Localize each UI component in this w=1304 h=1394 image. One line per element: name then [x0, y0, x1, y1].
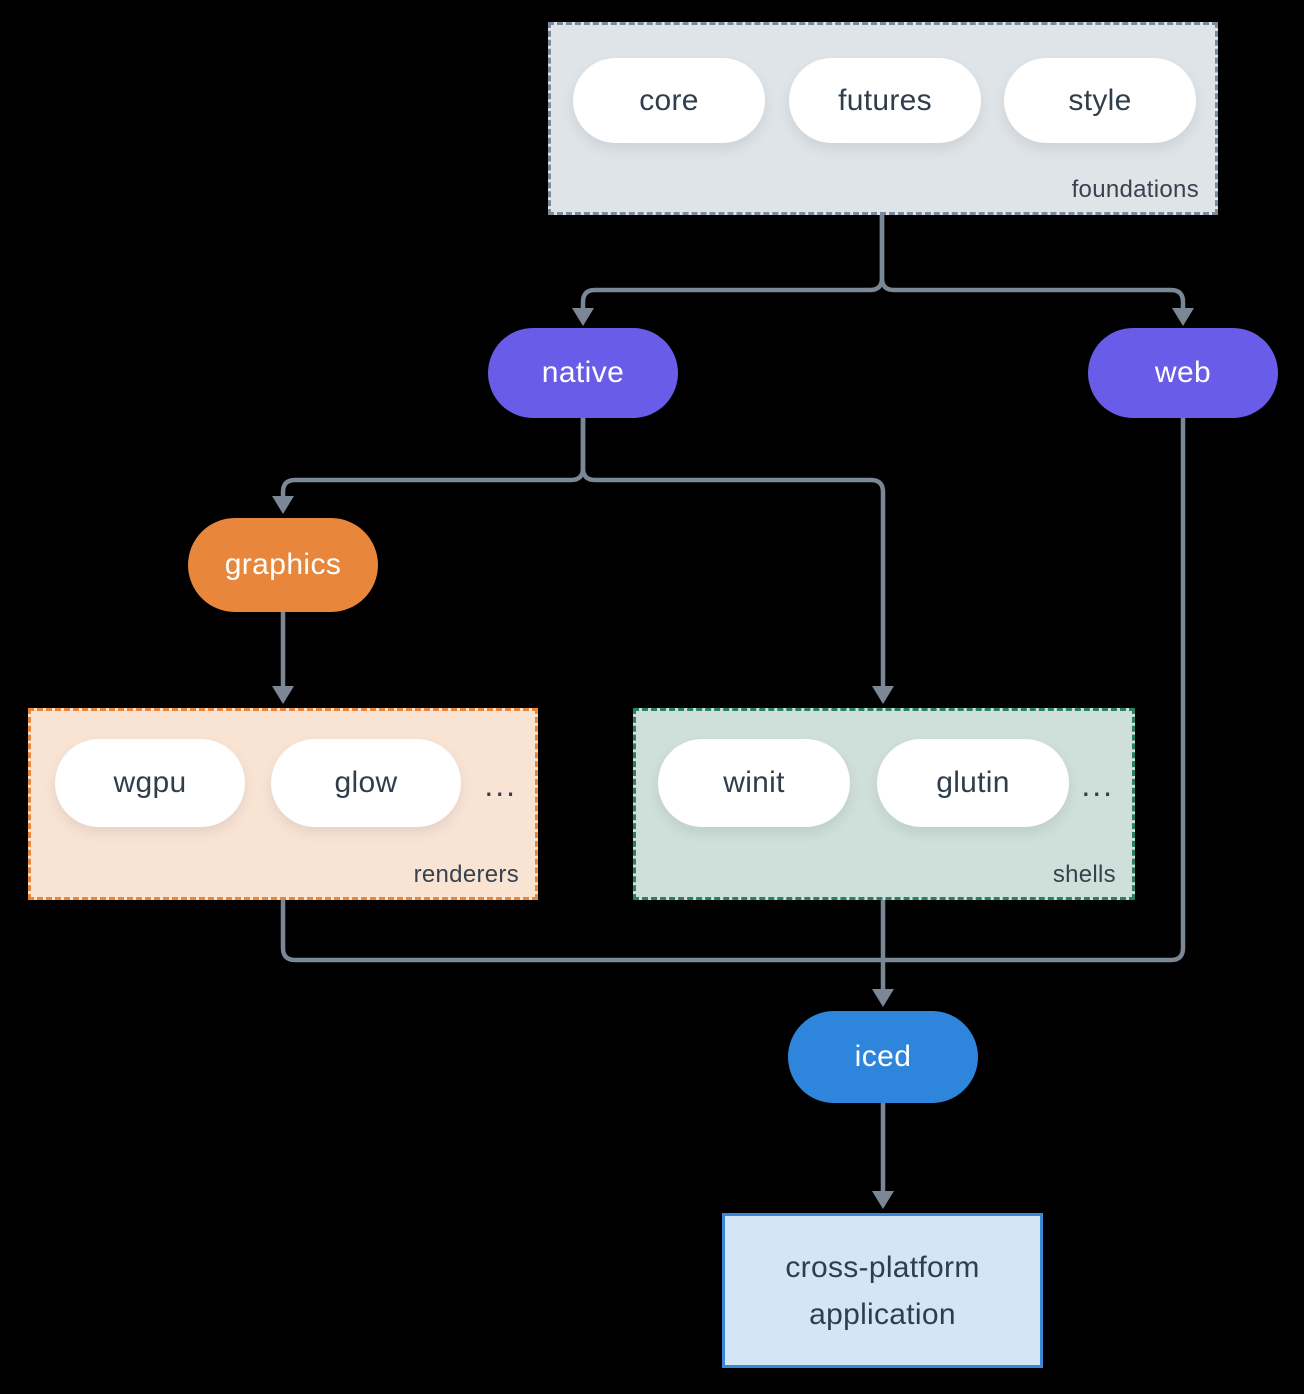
shells-ellipsis: ...	[1081, 767, 1114, 803]
renderers-ellipsis: ...	[484, 767, 517, 803]
application-label-line1: cross-platform	[785, 1250, 980, 1284]
arrowhead-renderers	[272, 686, 294, 704]
foundations-group: core futures style foundations	[548, 22, 1218, 215]
pill-glow-label: glow	[334, 766, 398, 799]
pill-futures: futures	[789, 58, 981, 143]
foundations-group-label: foundations	[1071, 176, 1199, 203]
pill-style: style	[1004, 58, 1196, 143]
node-iced: iced	[788, 1011, 978, 1103]
node-graphics-label: graphics	[224, 548, 342, 581]
pill-wgpu-label: wgpu	[113, 766, 187, 799]
pill-glutin-label: glutin	[936, 766, 1010, 799]
pill-wgpu: wgpu	[55, 739, 245, 827]
node-native: native	[488, 328, 678, 418]
arrowhead-shells	[872, 686, 894, 704]
arrowhead-iced	[872, 989, 894, 1007]
pill-futures-label: futures	[838, 83, 932, 117]
pill-core: core	[573, 58, 765, 143]
pill-core-label: core	[639, 83, 699, 117]
node-web: web	[1088, 328, 1278, 418]
arrow-renderers-to-iced	[280, 900, 883, 963]
arrow-web-to-iced	[883, 418, 1186, 963]
pill-winit-label: winit	[723, 766, 785, 799]
node-web-label: web	[1154, 356, 1212, 389]
arrowhead-native	[572, 308, 594, 326]
pill-glow: glow	[271, 739, 461, 827]
renderers-group: wgpu glow ... renderers	[28, 708, 538, 900]
arrowhead-web	[1172, 308, 1194, 326]
pill-style-label: style	[1068, 83, 1132, 117]
arrowhead-application	[872, 1191, 894, 1209]
application-box: cross-platform application	[722, 1213, 1043, 1368]
node-graphics: graphics	[188, 518, 378, 612]
arrow-foundations-to-web	[879, 215, 1186, 312]
renderers-group-label: renderers	[413, 861, 519, 888]
arrow-native-to-graphics	[280, 418, 586, 500]
arrow-foundations-to-native	[580, 215, 885, 312]
node-native-label: native	[541, 356, 625, 389]
node-iced-label: iced	[854, 1040, 912, 1073]
shells-group-label: shells	[1052, 861, 1116, 888]
pill-winit: winit	[658, 739, 850, 827]
shells-group: winit glutin ... shells	[633, 708, 1135, 900]
arrow-native-to-shells	[580, 418, 886, 690]
arrowhead-graphics	[272, 496, 294, 514]
pill-glutin: glutin	[877, 739, 1069, 827]
application-label-line2: application	[809, 1297, 956, 1331]
